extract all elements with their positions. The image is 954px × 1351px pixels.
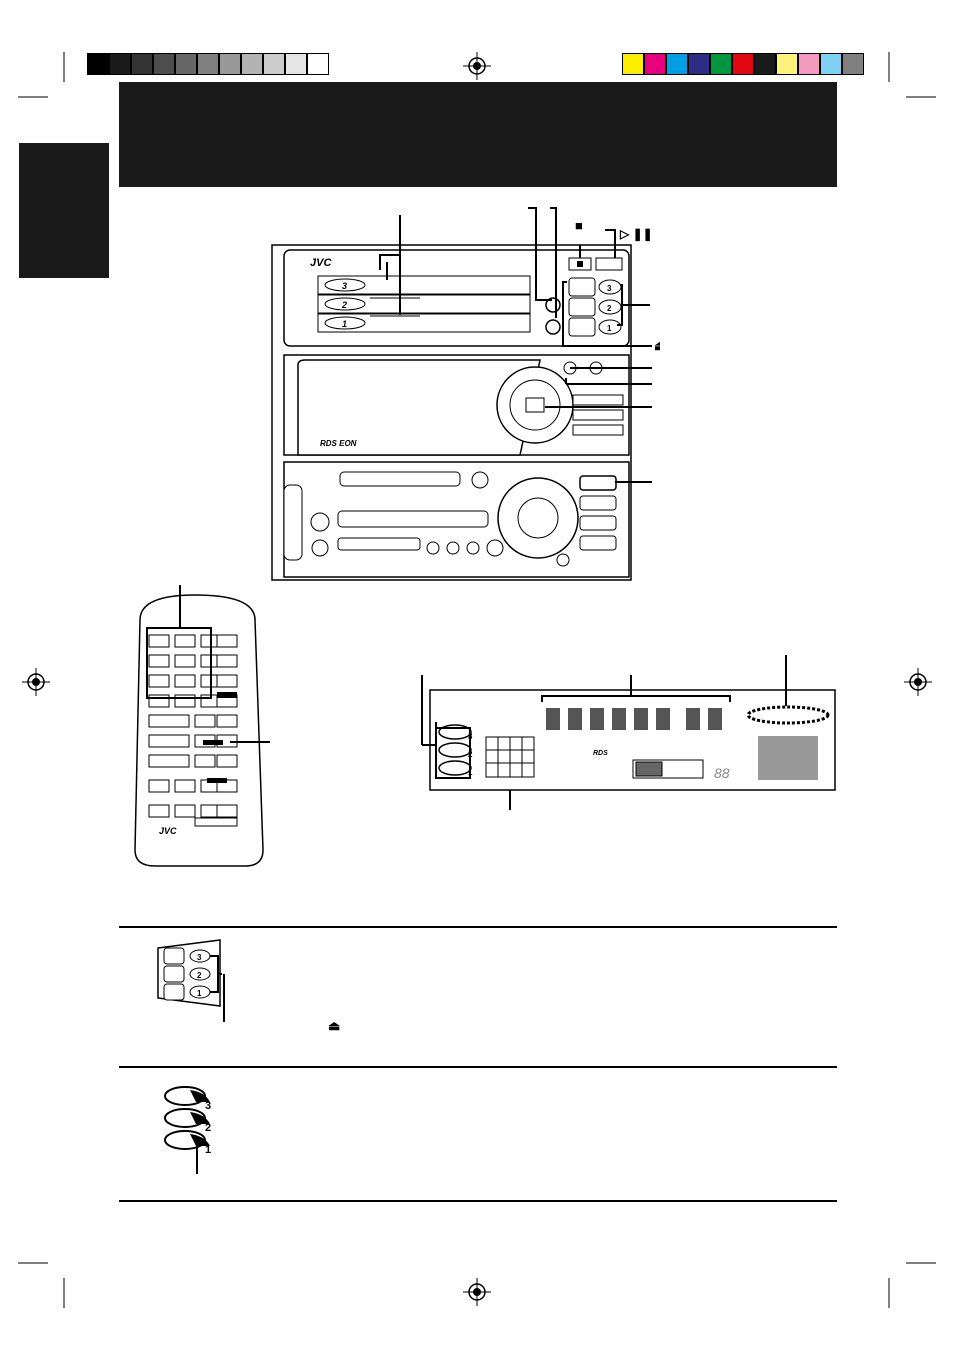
color-swatch (87, 53, 109, 75)
language-side-tab (19, 143, 109, 278)
color-swatch (710, 53, 732, 75)
color-swatch (263, 53, 285, 75)
color-swatch (776, 53, 798, 75)
color-swatch (732, 53, 754, 75)
page-header-bar (119, 82, 837, 187)
color-swatch (820, 53, 842, 75)
color-swatch (109, 53, 131, 75)
color-swatch (307, 53, 329, 75)
color-swatch (644, 53, 666, 75)
stereo-system-illustration: JVC 3 2 1 3 2 1 RDS EON (271, 207, 660, 581)
section1-tray-3: 3 (197, 953, 202, 962)
play-pause-icon: ▷ ❚❚ (619, 227, 653, 242)
section1-tray-buttons-illustration: 3 2 1 ⏏ (157, 939, 340, 1033)
section-divider (119, 1200, 837, 1202)
section2-disc-1: 1 (205, 1144, 211, 1156)
tray-button-2-label: 2 (607, 304, 612, 313)
tray-2-label: 2 (341, 300, 347, 310)
display-panel-illustration: 3 2 1 RDS 88 (421, 655, 836, 810)
section1-tray-2: 2 (197, 971, 202, 980)
color-swatch (798, 53, 820, 75)
section2-disc-3: 3 (205, 1100, 211, 1112)
section1-eject-icon: ⏏ (328, 1018, 340, 1033)
registration-mark-icon (463, 52, 491, 80)
section2-disc-2: 2 (205, 1122, 211, 1134)
section2-disc-icons-illustration: 3 2 1 (164, 1086, 211, 1174)
section1-tray-1: 1 (197, 989, 202, 998)
section-divider (119, 926, 837, 928)
tray-3-label: 3 (342, 281, 347, 291)
remote-control-illustration: JVC (134, 585, 270, 867)
registration-mark-icon (22, 668, 50, 696)
stereo-rds-label: RDS EON (320, 439, 357, 448)
color-swatch (153, 53, 175, 75)
color-swatch (622, 53, 644, 75)
color-swatch (241, 53, 263, 75)
color-swatch (754, 53, 776, 75)
section-divider (119, 1066, 837, 1068)
tray-1-label: 1 (342, 319, 347, 329)
color-swatch (842, 53, 864, 75)
color-swatch (219, 53, 241, 75)
color-swatch (197, 53, 219, 75)
stereo-brand-logo: JVC (310, 257, 332, 269)
registration-mark-icon (463, 1278, 491, 1306)
color-swatch (688, 53, 710, 75)
remote-brand-logo: JVC (159, 826, 177, 836)
display-rds-label: RDS (593, 750, 608, 757)
color-swatch (131, 53, 153, 75)
display-segment-digits: 88 (714, 765, 730, 781)
stop-icon: ■ (575, 218, 583, 233)
registration-mark-icon (904, 668, 932, 696)
tray-button-1-label: 1 (607, 324, 612, 333)
color-swatch (175, 53, 197, 75)
tray-button-3-label: 3 (607, 284, 612, 293)
color-swatch (666, 53, 688, 75)
color-swatch (285, 53, 307, 75)
eject-icon: ⏏ (654, 337, 660, 353)
